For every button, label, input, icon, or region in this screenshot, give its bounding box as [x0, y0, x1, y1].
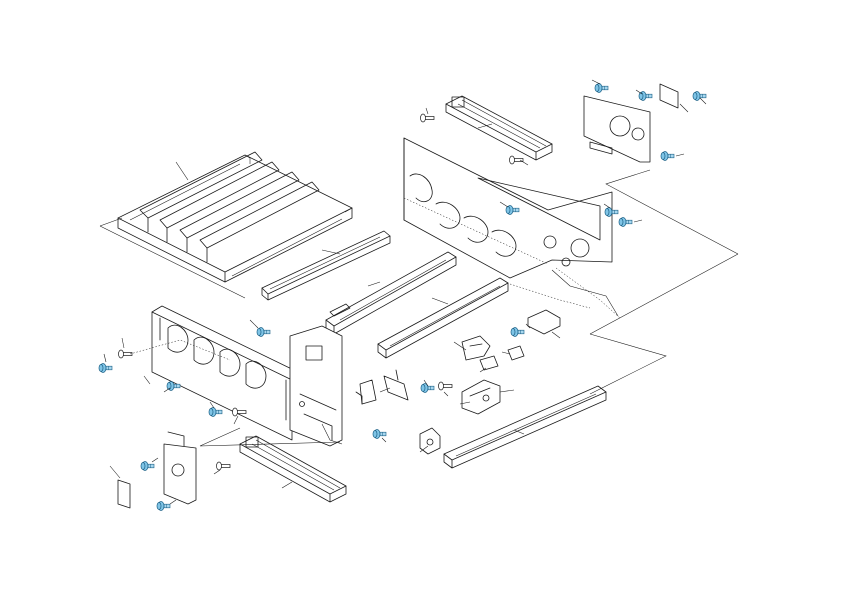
left-bracket-plate — [117, 431, 197, 509]
guide-rail-top — [445, 95, 553, 161]
leader-line — [381, 437, 387, 443]
blue-screw-icon — [660, 151, 675, 161]
leader-line — [603, 203, 611, 209]
leader-line — [519, 159, 529, 166]
guide-rail-bottom — [239, 435, 347, 503]
leader-line — [249, 319, 259, 329]
lower-clamp — [419, 427, 441, 455]
front-plate — [151, 305, 303, 441]
leader-line — [99, 225, 246, 299]
blue-screw-icon — [156, 501, 171, 511]
leader-line — [425, 107, 429, 115]
leader-line — [151, 457, 159, 463]
leader-line — [99, 217, 123, 227]
leader-line — [633, 219, 643, 223]
leader-line — [379, 387, 391, 393]
leader-line — [321, 249, 341, 255]
leader-line — [525, 323, 531, 329]
leader-line — [431, 297, 449, 305]
leader-line — [551, 331, 561, 339]
leader-line — [679, 103, 689, 113]
leader-line — [589, 253, 739, 335]
plain-screw-icon — [118, 349, 133, 359]
leader-line — [213, 469, 221, 475]
leader-line — [453, 341, 467, 351]
leader-line — [109, 465, 121, 479]
leader-line — [199, 427, 341, 447]
leader-line — [443, 391, 449, 397]
blue-screw-icon — [208, 407, 223, 417]
blue-screw-icon — [638, 91, 653, 101]
center-bracket — [289, 325, 343, 447]
leader-line — [321, 423, 343, 445]
leader-line — [367, 281, 381, 287]
leader-line — [121, 337, 125, 349]
leader-line — [635, 89, 643, 95]
leader-line — [281, 481, 293, 489]
slotted-frame-assembly — [117, 151, 353, 283]
leader-line — [591, 79, 601, 85]
blue-screw-icon — [692, 91, 707, 101]
right-bracket-plate — [583, 83, 679, 163]
leader-line — [477, 123, 493, 129]
leader-line — [233, 415, 239, 425]
leader-line — [169, 499, 177, 505]
plain-screw-icon — [438, 381, 453, 391]
leader-line — [675, 153, 685, 157]
mid-right-bracket — [461, 309, 561, 361]
blue-screw-icon — [604, 207, 619, 217]
center-mount-block — [461, 355, 501, 415]
blue-screw-icon — [372, 429, 387, 439]
leader-line — [175, 161, 189, 181]
leader-line — [513, 429, 525, 435]
leader-line — [459, 401, 471, 405]
blue-screw-icon — [98, 363, 113, 373]
leader-line — [605, 169, 739, 255]
plain-screw-icon — [216, 461, 231, 471]
dotted-guide — [509, 283, 591, 309]
leader-line — [209, 401, 215, 409]
leader-line — [699, 97, 707, 105]
blue-screw-icon — [140, 461, 155, 471]
cable — [551, 269, 619, 317]
leader-line — [163, 387, 171, 393]
blue-screw-icon — [256, 327, 271, 337]
leader-line — [589, 333, 667, 395]
leader-line — [501, 351, 511, 355]
rail-bar-lower — [377, 277, 509, 359]
leader-line — [103, 353, 107, 363]
plain-screw-icon — [420, 113, 435, 123]
blue-screw-icon — [618, 217, 633, 227]
leader-line — [499, 389, 515, 393]
leader-line — [143, 375, 151, 385]
dotted-guide — [129, 339, 231, 361]
leader-line — [423, 379, 429, 387]
leader-line — [499, 201, 509, 208]
small-bracket — [383, 369, 409, 401]
dotted-guide — [555, 267, 621, 319]
rail-bar-upper — [261, 230, 391, 301]
small-clip — [355, 379, 377, 405]
plain-screw-icon — [509, 155, 524, 165]
blue-screw-icon — [594, 83, 609, 93]
leader-line — [419, 445, 429, 453]
blue-screw-icon — [510, 327, 525, 337]
leader-line — [479, 367, 487, 373]
lower-long-rail — [443, 385, 607, 469]
